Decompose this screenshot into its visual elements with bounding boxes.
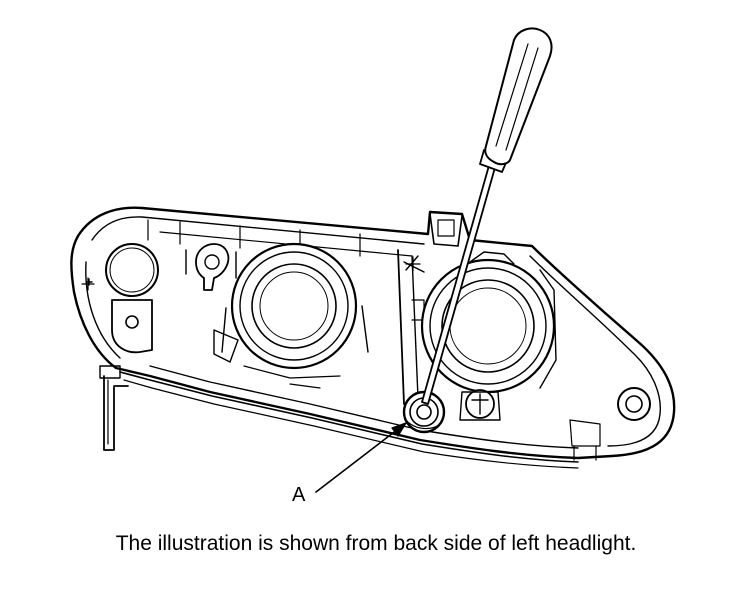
- left-mount-bracket: [85, 243, 159, 451]
- retainer-clip: [185, 243, 237, 291]
- headlight-housing: [70, 206, 676, 469]
- screwdriver-icon: [421, 27, 553, 405]
- leveling-knob: [459, 389, 501, 421]
- left-lens-ring: [213, 242, 369, 389]
- callout-arrow: [315, 422, 407, 493]
- callout-label-a: A: [292, 484, 306, 506]
- right-mount: [569, 387, 651, 461]
- figure-caption: The illustration is shown from back side…: [115, 532, 637, 555]
- housing-marks: [81, 256, 421, 291]
